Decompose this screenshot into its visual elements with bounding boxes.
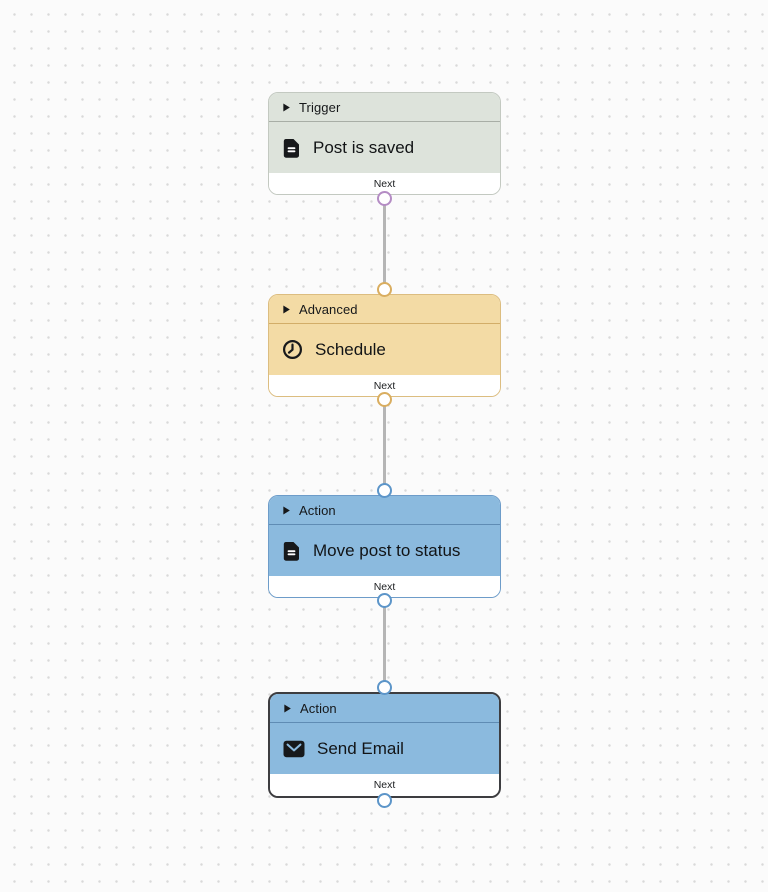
output-handle-action-2[interactable] xyxy=(377,793,392,808)
node-footer: Next xyxy=(269,375,500,396)
node-body: Post is saved xyxy=(269,122,500,173)
node-header: Action xyxy=(270,694,499,723)
node-title: Move post to status xyxy=(313,540,461,560)
collapse-triangle-icon[interactable] xyxy=(282,304,291,314)
node-body: Schedule xyxy=(269,324,500,375)
collapse-triangle-icon[interactable] xyxy=(282,505,291,515)
output-handle-action-1[interactable] xyxy=(377,593,392,608)
next-port-label: Next xyxy=(373,580,396,593)
output-handle-trigger[interactable] xyxy=(377,191,392,206)
connector-line xyxy=(383,400,386,491)
node-title: Send Email xyxy=(317,738,404,758)
connector-line xyxy=(383,198,386,290)
clock-icon xyxy=(283,340,302,359)
node-footer: Next xyxy=(269,173,500,194)
node-trigger-post-is-saved[interactable]: Trigger Post is saved Next xyxy=(268,92,501,195)
node-title: Post is saved xyxy=(313,137,415,157)
mail-icon xyxy=(283,740,305,757)
output-handle-advanced[interactable] xyxy=(377,392,392,407)
next-port-label: Next xyxy=(373,779,396,791)
node-category-label: Advanced xyxy=(299,301,358,317)
node-header: Advanced xyxy=(269,295,500,324)
input-handle-advanced[interactable] xyxy=(377,282,392,297)
collapse-triangle-icon[interactable] xyxy=(282,102,291,112)
node-header: Action xyxy=(269,496,500,525)
input-handle-action-1[interactable] xyxy=(377,483,392,498)
node-footer: Next xyxy=(269,576,500,597)
node-category-label: Action xyxy=(300,700,337,716)
node-advanced-schedule[interactable]: Advanced Schedule Next xyxy=(268,294,501,397)
next-port-label: Next xyxy=(373,177,396,190)
document-icon xyxy=(283,138,299,158)
node-title: Schedule xyxy=(315,339,386,359)
node-action-send-email[interactable]: Action Send Email Next xyxy=(268,692,501,798)
node-body: Send Email xyxy=(270,723,499,774)
node-category-label: Action xyxy=(299,502,336,518)
connector-line xyxy=(383,601,386,688)
node-category-label: Trigger xyxy=(299,99,341,115)
node-header: Trigger xyxy=(269,93,500,122)
next-port-label: Next xyxy=(373,379,396,392)
document-icon xyxy=(283,541,299,561)
input-handle-action-2[interactable] xyxy=(377,680,392,695)
collapse-triangle-icon[interactable] xyxy=(283,703,292,713)
node-body: Move post to status xyxy=(269,525,500,576)
node-footer: Next xyxy=(270,774,499,796)
node-action-move-post-to-status[interactable]: Action Move post to status Next xyxy=(268,495,501,598)
